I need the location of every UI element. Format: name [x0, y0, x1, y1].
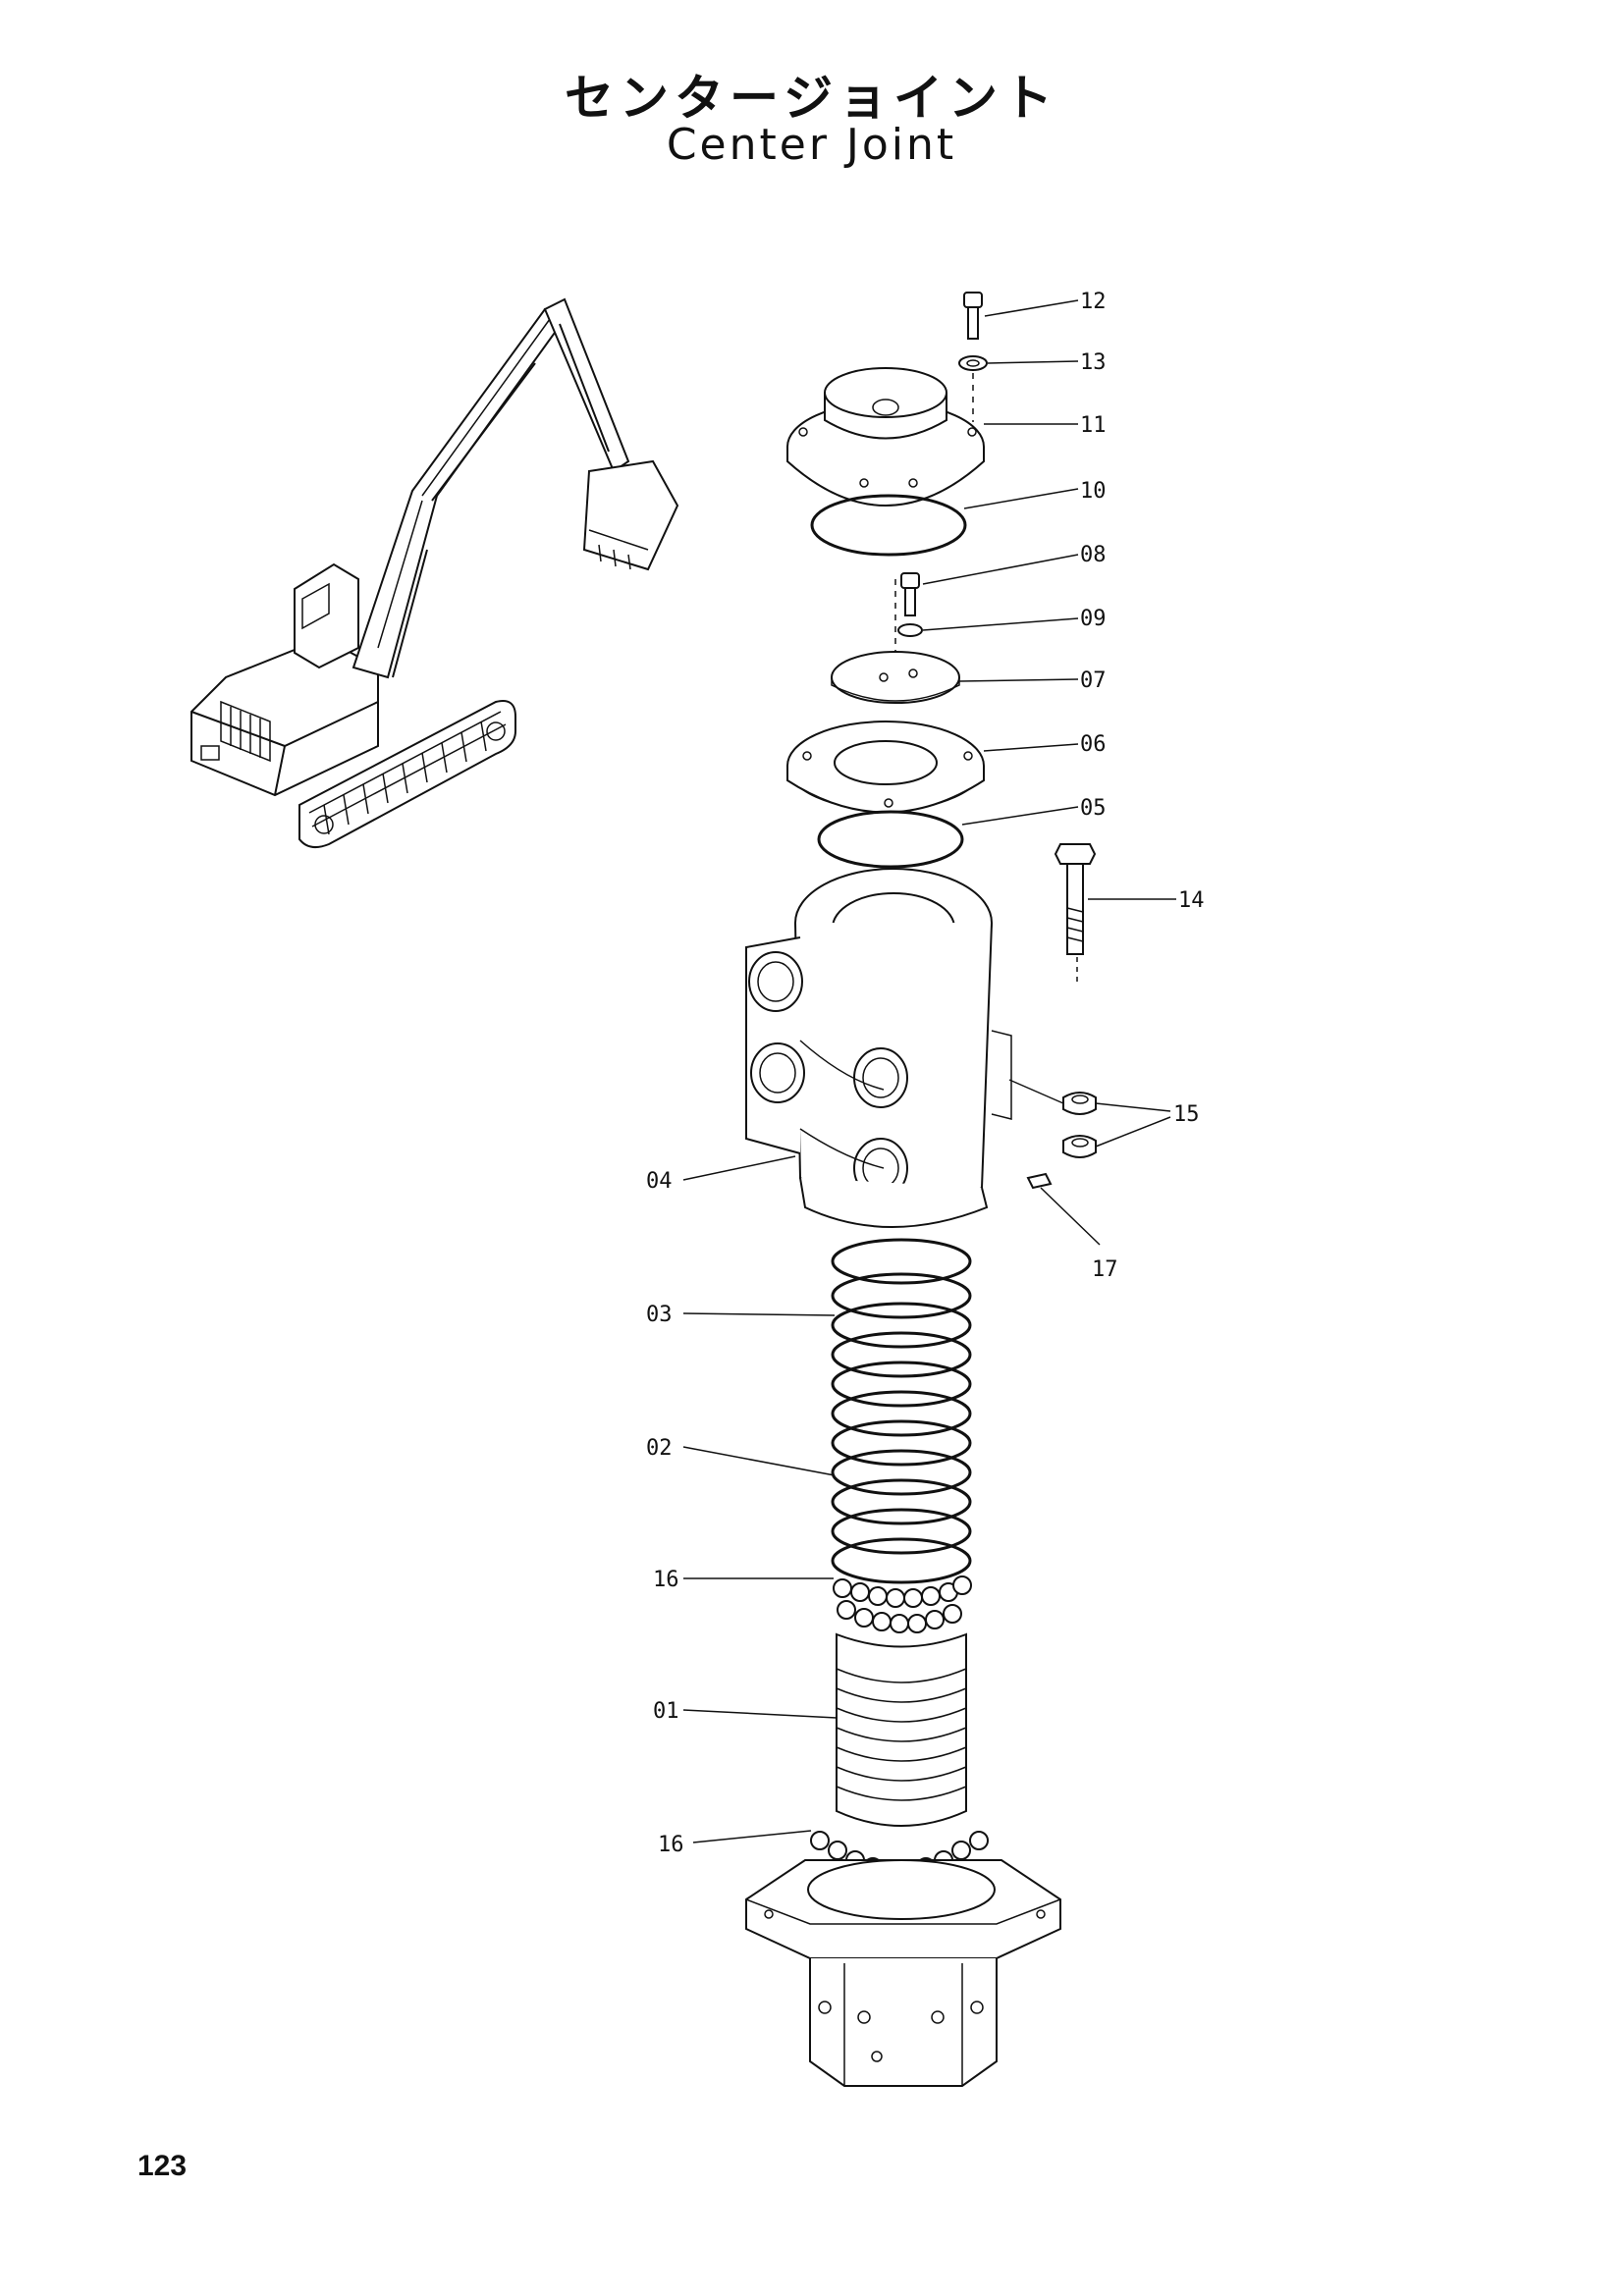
part-label-06: 06: [1080, 732, 1107, 757]
part-label-11: 11: [1080, 413, 1107, 438]
title-english: Center Joint: [666, 120, 957, 170]
part-label-16-upper: 16: [653, 1568, 679, 1592]
leader-lines: [682, 299, 1176, 1843]
part-label-03: 03: [646, 1303, 673, 1327]
part-label-12: 12: [1080, 290, 1107, 314]
part-labels: 12 13 11 10 08 09 07 06 05 14 15 04 17 0…: [646, 290, 1205, 1857]
part-label-05: 05: [1080, 796, 1107, 821]
part-label-07: 07: [1080, 668, 1107, 693]
page-number: 123: [137, 2150, 188, 2182]
part-label-14: 14: [1178, 888, 1205, 913]
title-japanese: センタージョイント: [565, 70, 1058, 127]
part-label-02: 02: [646, 1436, 673, 1461]
ring-stack: [831, 1238, 972, 1584]
excavator-illustration: [190, 297, 679, 849]
part-label-09: 09: [1080, 607, 1107, 631]
part-label-10: 10: [1080, 479, 1107, 504]
bearing-balls-upper: [833, 1575, 972, 1633]
center-joint-drawing: [745, 292, 1097, 2087]
part-label-17: 17: [1092, 1257, 1118, 1282]
part-label-16-lower: 16: [658, 1833, 684, 1857]
part-label-15: 15: [1173, 1102, 1200, 1127]
part-label-08: 08: [1080, 543, 1107, 567]
part-label-13: 13: [1080, 350, 1107, 375]
part-label-01: 01: [653, 1699, 679, 1724]
part-label-04: 04: [646, 1169, 673, 1194]
